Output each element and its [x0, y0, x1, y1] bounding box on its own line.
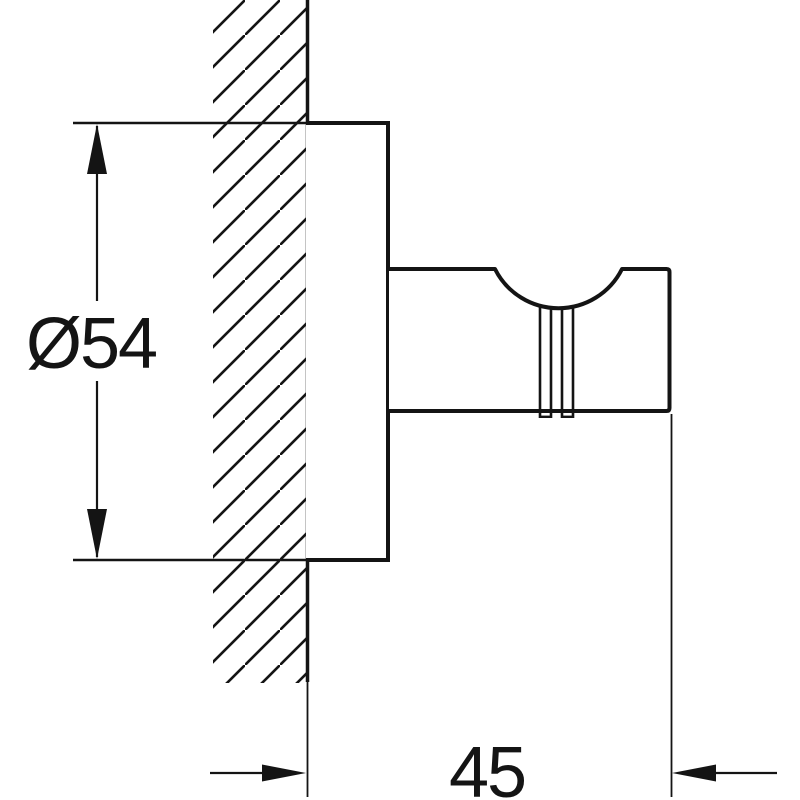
projection-dimension: 45	[210, 414, 777, 800]
arrowhead-up	[87, 124, 107, 174]
hook-profile	[389, 267, 672, 418]
arrowhead-left	[672, 764, 716, 782]
diameter-dimension: Ø54	[26, 121, 306, 562]
arrowhead-right	[262, 764, 306, 782]
diameter-label: Ø54	[26, 304, 156, 384]
mounting-plate	[306, 121, 390, 562]
hook-body-outline	[389, 267, 672, 413]
mounting-plate-outline	[306, 121, 390, 562]
wall-section	[213, 0, 310, 683]
wall-hatch	[213, 0, 307, 683]
hook-groove-lines	[538, 305, 575, 418]
arrowhead-down	[87, 509, 107, 559]
projection-label: 45	[449, 733, 525, 800]
